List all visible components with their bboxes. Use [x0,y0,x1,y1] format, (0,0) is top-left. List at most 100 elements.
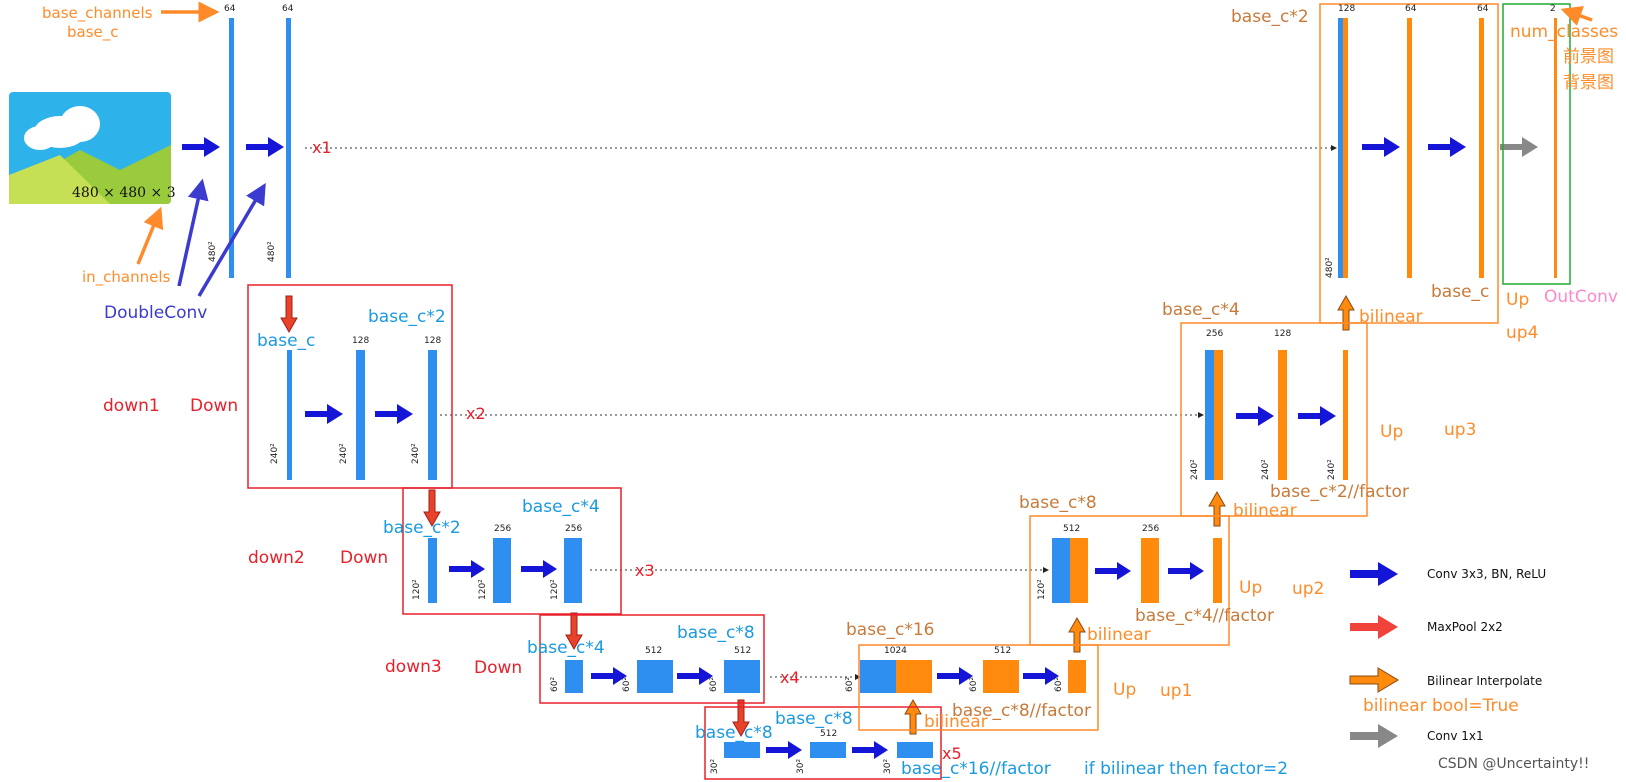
feature-map-bar [1070,538,1088,603]
up2-box [1029,515,1230,646]
in-channels-label: in_channels [82,268,171,287]
feature-map-bar [229,18,234,278]
conv-arrow [1236,406,1274,426]
up2-label: up2 [1292,579,1324,599]
legend: Conv 3x3, BN, ReLU MaxPool 2x2 Bilinear … [1349,562,1546,748]
channel-label: 512 [994,646,1011,656]
legend-maxpool-arrow [1350,615,1398,639]
down3-box [539,614,765,704]
down4-box [704,706,942,780]
block-in-label: base_c*4 [527,638,605,658]
block-out-label: base_c*4//factor [1135,606,1274,626]
down3-label: down3 [385,657,442,677]
channel-label: 128 [1274,329,1291,339]
size-labels: 480² 480² 240² 240² 240² 120² 120² 120² … [208,241,1337,774]
conv-arrow [375,404,413,424]
size-label: 240² [1327,459,1337,480]
watermark: CSDN @Uncertainty!! [1438,756,1589,772]
block-out-label: base_c*2 [368,307,446,327]
down2-box [402,487,622,615]
size-label: 240² [1190,459,1200,480]
feature-map-bar [1213,538,1222,603]
feature-map-bar [1278,350,1287,480]
feature-map-bar [564,538,582,603]
conv-arrow [246,137,284,157]
feature-map-bar [1343,350,1348,480]
bilinear-label: bilinear [924,712,988,732]
size-label: 60² [709,677,719,692]
feature-map-bar [1343,18,1348,278]
size-label: 240² [1261,459,1271,480]
conv-arrow [182,137,220,157]
size-label: 60² [622,677,632,692]
feature-map-bar [565,660,583,693]
feature-map-bar [428,538,437,603]
feature-map-bar [1407,18,1412,278]
bilinear-label: bilinear [1359,307,1423,327]
conv-arrows [182,137,1466,759]
feature-map-bar [637,660,673,693]
legend-bilinear-arrow [1349,667,1399,693]
num-classes-label: num_classes [1510,22,1618,42]
num-classes-pointer [1560,5,1593,26]
skip-label: x4 [780,668,800,687]
size-label: 120² [412,579,422,600]
channel-label: 64 [1477,4,1489,14]
up3-label: up3 [1444,420,1476,440]
channel-label: 256 [1142,524,1159,534]
conv-arrow [521,560,557,578]
down-type-label: Down [340,548,388,568]
channel-label: 256 [565,524,582,534]
feature-map-bar [428,350,437,480]
block-boxes [247,3,1571,780]
block-top-label: base_c*4 [1162,300,1240,320]
feature-map-bar [1554,18,1557,278]
feature-map-bar [1205,350,1214,480]
feature-map-bar [1479,18,1484,278]
upsample-arrow [904,698,922,735]
channel-label: 128 [352,336,369,346]
skip-label: x5 [942,744,962,763]
channel-labels: 64 64 128 128 256 256 512 512 512 1024 5… [224,4,1556,739]
conv-arrow [305,404,343,424]
down2-label: down2 [248,548,305,568]
up1-label: up1 [1160,681,1192,701]
upsample-arrow [1068,616,1086,653]
legend-conv-label: Conv 3x3, BN, ReLU [1427,567,1546,581]
block-top-label: base_c*2 [1231,7,1309,27]
up4-label: up4 [1506,323,1538,343]
size-label: 240² [270,443,280,464]
block-out-label: base_c*8 [775,709,853,729]
block-out-label: base_c [1431,282,1489,302]
down-type-label: Down [474,658,522,678]
channel-label: 2 [1550,4,1556,14]
conv-arrow [1168,562,1204,580]
encoder-labels: down1 Down base_c base_c*2 down2 Down ba… [103,307,1288,779]
doubleconv-label: DoubleConv [104,303,207,323]
size-label: 30² [883,759,893,774]
skip-label: x3 [635,561,655,580]
up-type-label: Up [1113,680,1136,700]
feature-map-bar [897,742,933,758]
down-type-label: Down [190,396,238,416]
conv-arrow [852,741,888,759]
feature-map-bar [1338,18,1343,278]
decoder-bars [860,18,1557,693]
channel-label: 512 [1063,524,1080,534]
legend-conv1x1-arrow [1350,724,1398,748]
block-in-label: base_c*2 [383,518,461,538]
size-label: 480² [267,241,277,262]
upsample-arrow [1208,490,1226,527]
feature-map-bar [1141,538,1159,603]
legend-conv1x1-label: Conv 1x1 [1427,729,1484,743]
input-image: 480 × 480 × 3 [9,92,176,204]
conv-arrow [1362,137,1400,157]
channel-label: 512 [645,646,662,656]
conv-arrow [1298,406,1336,426]
up-type-label: Up [1239,578,1262,598]
feature-map-bar [493,538,511,603]
up4-box [1319,3,1499,324]
up3-box [1180,322,1368,517]
maxpool-arrow [280,295,298,334]
upsample-arrow [1337,294,1355,331]
